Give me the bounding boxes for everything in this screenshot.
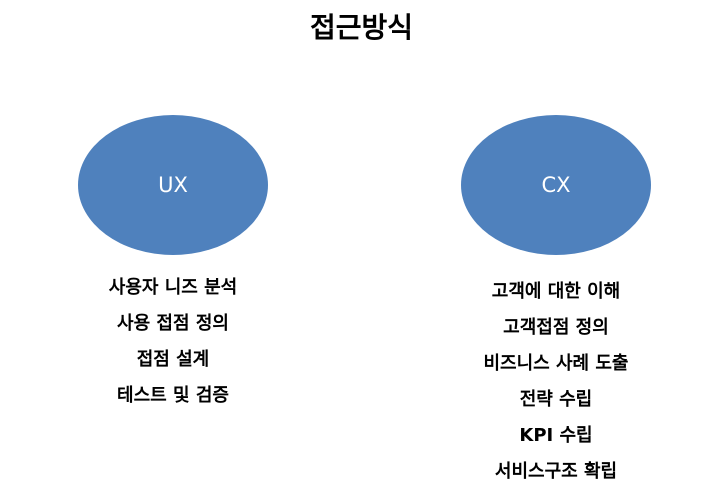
cx-list-item: 서비스구조 확립 [494, 461, 618, 482]
ux-ellipse-label: UX [158, 173, 188, 197]
ux-list-item: 테스트 및 검증 [117, 385, 229, 406]
cx-ellipse-label: CX [541, 173, 571, 197]
cx-list-item: 고객에 대한 이해 [491, 281, 621, 302]
ux-list-item: 접점 설계 [136, 349, 210, 370]
ux-list-item: 사용자 니즈 분석 [108, 277, 238, 298]
cx-list-item: 전략 수립 [519, 389, 593, 410]
cx-list-item: 고객접점 정의 [503, 317, 609, 338]
ux-ellipse: UX [78, 115, 268, 255]
cx-ellipse: CX [461, 115, 651, 255]
page-title: 접근방식 [309, 11, 414, 44]
cx-list-item: KPI 수립 [519, 425, 593, 446]
cx-item-list: 고객에 대한 이해 고객접점 정의 비즈니스 사례 도출 전략 수립 KPI 수… [441, 274, 671, 490]
cx-list-item: 비즈니스 사례 도출 [483, 353, 629, 374]
ux-item-list: 사용자 니즈 분석 사용 접점 정의 접점 설계 테스트 및 검증 [58, 270, 288, 414]
ux-list-item: 사용 접점 정의 [117, 313, 229, 334]
